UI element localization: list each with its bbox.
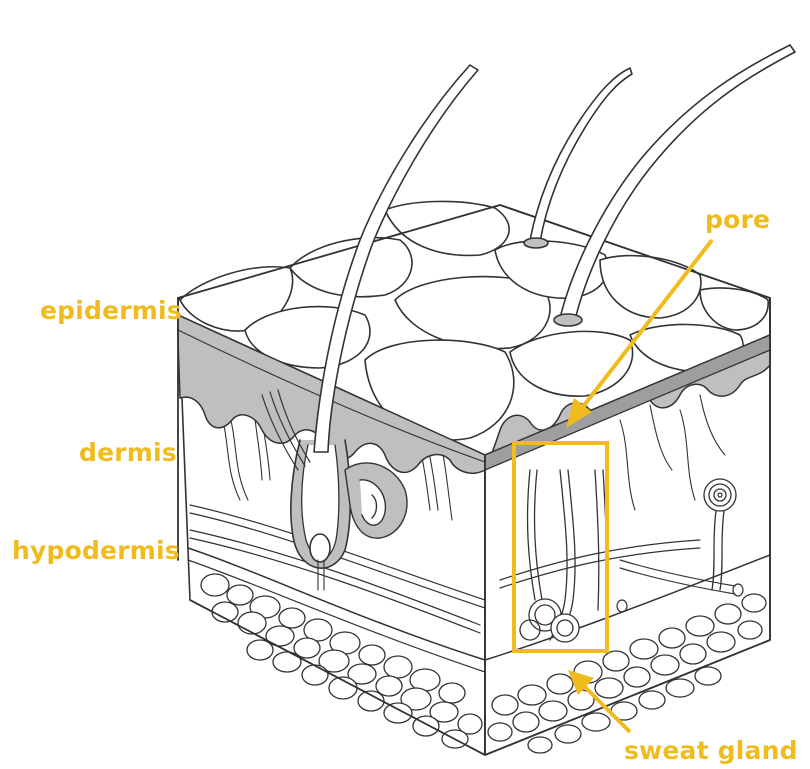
label-epidermis: epidermis	[40, 298, 182, 323]
label-dermis: dermis	[79, 440, 177, 465]
label-hypodermis: hypodermis	[12, 538, 180, 563]
label-pore: pore	[705, 207, 770, 232]
label-sweat-gland: sweat gland	[624, 738, 798, 763]
